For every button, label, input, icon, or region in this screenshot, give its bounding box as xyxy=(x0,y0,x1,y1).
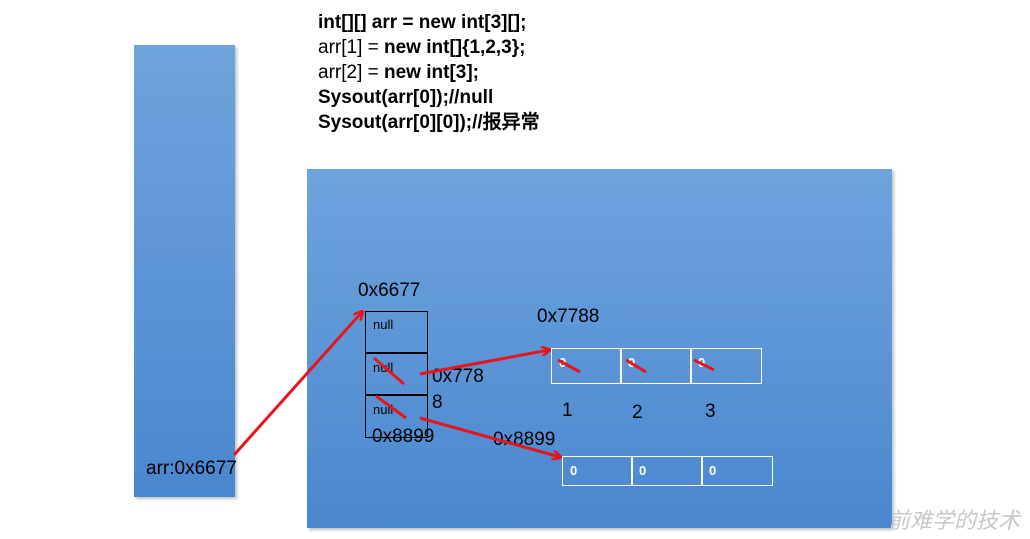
code-line-5: Sysout(arr[0][0]);//报异常 xyxy=(318,112,540,133)
array2-cell-2-value: 0 xyxy=(709,463,717,478)
array1-address: 0x7788 xyxy=(537,306,600,327)
strike-null-cell-2 xyxy=(375,394,407,420)
stack-memory xyxy=(134,45,235,497)
array2-address: 0x8899 xyxy=(493,429,556,450)
cell-1-address-part-b: 8 xyxy=(432,392,443,413)
outer-array-cell-0 xyxy=(365,311,428,354)
code-snippet: int[][] arr = new int[3][]; arr[1] = new… xyxy=(318,10,540,135)
watermark: 前难学的技术 xyxy=(888,509,1021,534)
array1-new-value-2: 3 xyxy=(705,401,716,422)
cell-1-address-part-a: 0x778 xyxy=(432,366,484,387)
cell-2-address: 0x8899 xyxy=(372,426,435,447)
outer-cell-0-value: null xyxy=(373,317,394,332)
code-line-2-right: new int[]{1,2,3}; xyxy=(384,37,526,58)
array2-cell-0-value: 0 xyxy=(570,463,578,478)
strike-array1-0 xyxy=(557,358,581,374)
code-line-2: arr[1] = new int[]{1,2,3}; xyxy=(318,35,540,60)
strike-array1-1 xyxy=(625,358,647,374)
arrow-stack-to-outer-array xyxy=(232,312,362,457)
array2-cell-1-value: 0 xyxy=(639,463,647,478)
arrow-cell1-to-array1 xyxy=(419,350,549,376)
outer-array-cell-2 xyxy=(365,394,428,438)
array1-new-value-1: 2 xyxy=(632,402,643,423)
code-line-1: int[][] arr = new int[3][]; xyxy=(318,12,527,33)
array2-cell-2: 0 xyxy=(701,456,773,486)
outer-array-address: 0x6677 xyxy=(358,280,421,301)
arrow-cell2-to-array2 xyxy=(419,416,560,457)
strike-null-cell-1 xyxy=(373,356,405,386)
array2-cell-1: 0 xyxy=(631,456,703,486)
code-line-2-left: arr[1] = xyxy=(318,37,384,58)
code-line-3-left: arr[2] = xyxy=(318,62,384,83)
code-line-3: arr[2] = new int[3]; xyxy=(318,60,540,85)
array1-new-value-0: 1 xyxy=(562,400,573,421)
strike-array1-2 xyxy=(693,358,715,372)
code-line-3-right: new int[3]; xyxy=(384,62,479,83)
array2-cell-0: 0 xyxy=(562,456,633,486)
stack-variable-label: arr:0x6677 xyxy=(146,458,237,479)
code-line-4: Sysout(arr[0]);//null xyxy=(318,87,494,108)
